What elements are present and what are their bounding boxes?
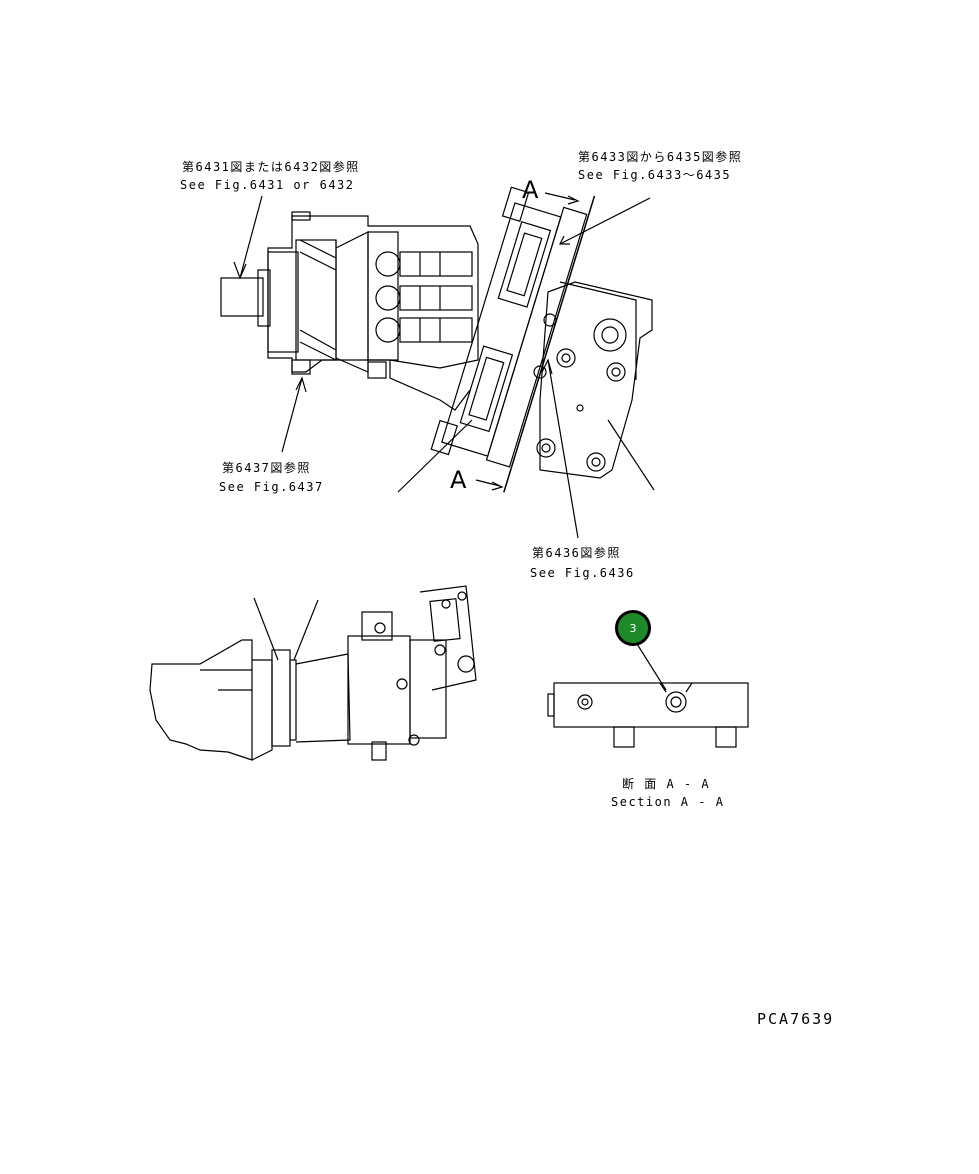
section-caption-en: Section A - A (611, 795, 725, 809)
ref-fig6433-jp: 第6433図から6435図参照 (578, 150, 743, 164)
section-caption-jp: 断 面 A - A (622, 777, 711, 791)
section-mark-lower: A (450, 466, 467, 494)
ref-fig6433-en: See Fig.6433～6435 (578, 168, 732, 182)
main-pump-view (220, 186, 655, 539)
side-view (149, 585, 477, 761)
ref-fig6437-jp: 第6437図参照 (222, 461, 311, 475)
ref-fig6437-en: See Fig.6437 (219, 480, 324, 494)
section-a-a-view (547, 635, 749, 748)
part-callout-3[interactable]: 3 (615, 610, 651, 646)
ref-fig6431-jp: 第6431図または6432図参照 (182, 160, 360, 174)
drawing-id: PCA7639 (757, 1010, 835, 1028)
ref-fig6436-en: See Fig.6436 (530, 566, 635, 580)
ref-fig6431-en: See Fig.6431 or 6432 (180, 178, 355, 192)
section-mark-upper: A (522, 176, 539, 204)
ref-fig6436-jp: 第6436図参照 (532, 546, 621, 560)
